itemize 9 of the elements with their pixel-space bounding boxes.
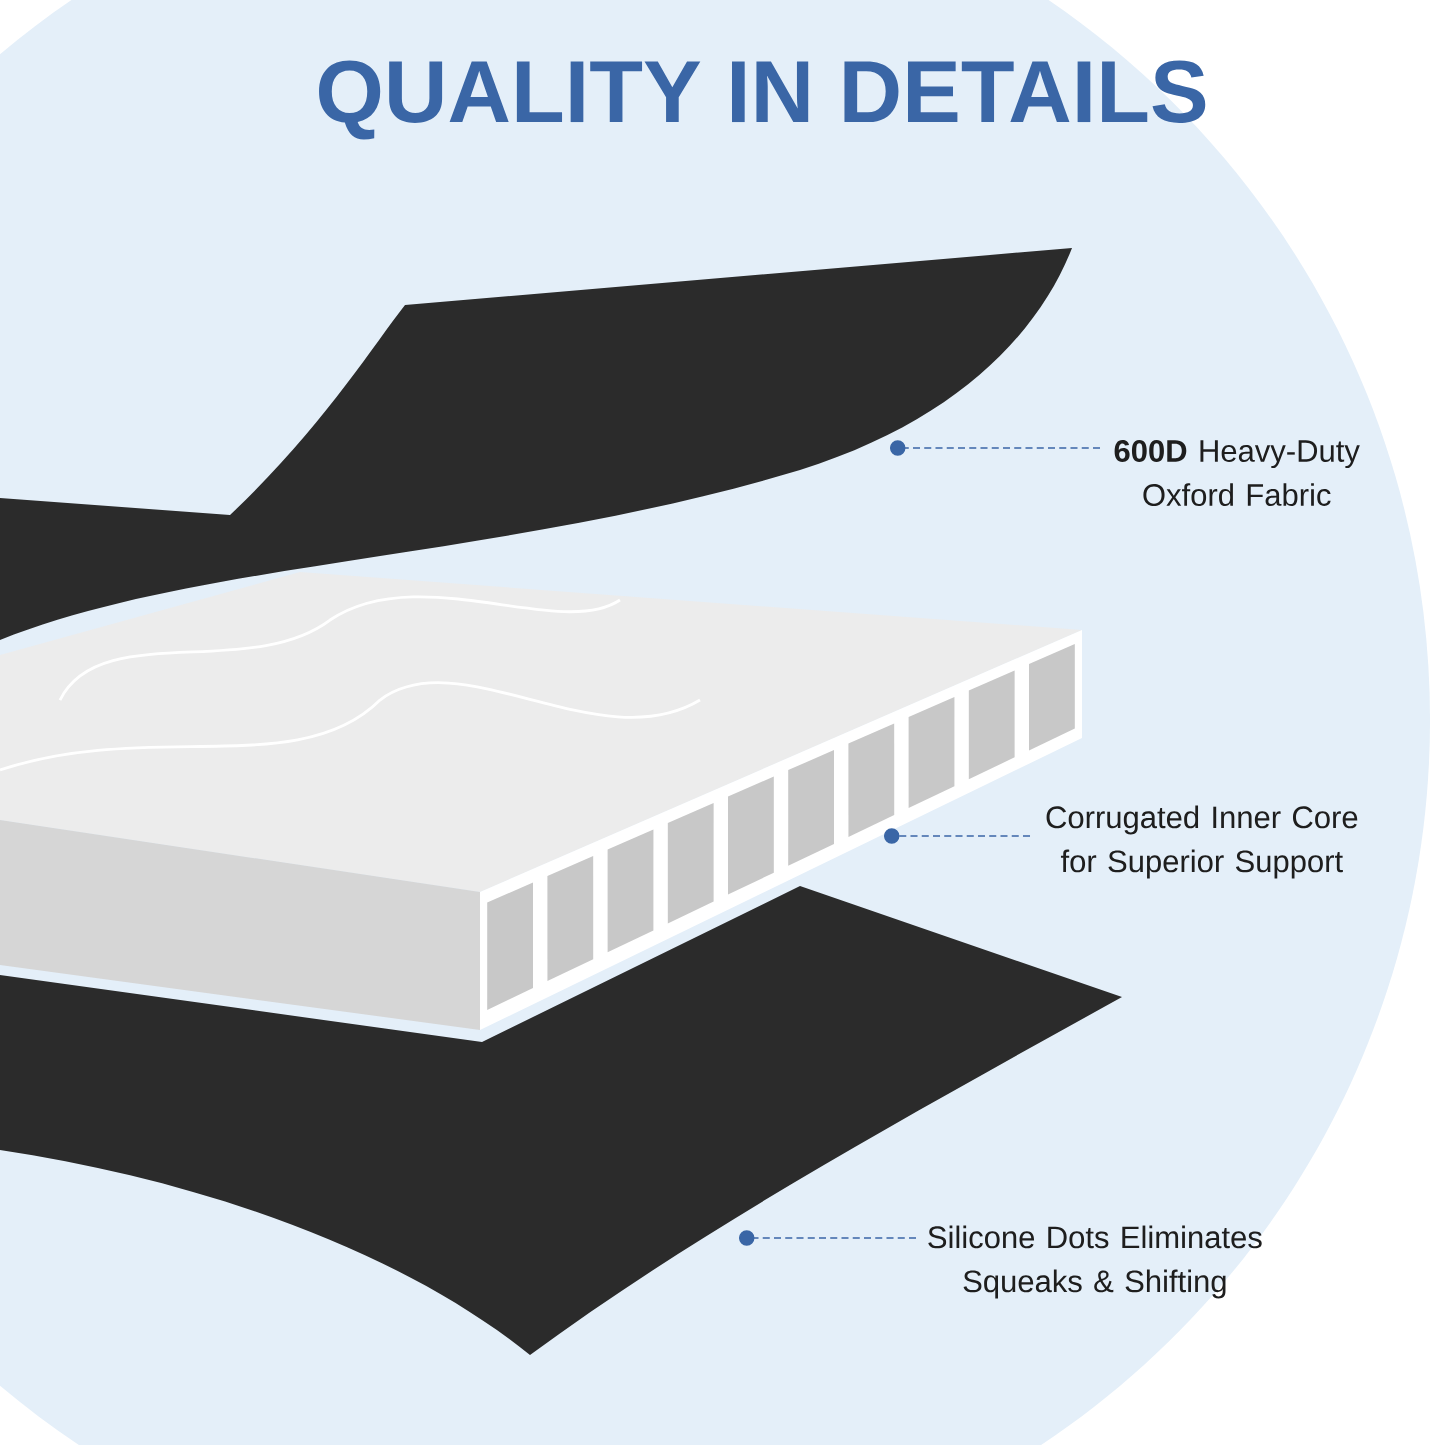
callout-text: 600D Heavy-Duty Oxford Fabric: [1114, 440, 1360, 506]
fabric-layer-drawing: [0, 248, 1072, 640]
callout-text: Silicone Dots Eliminates Squeaks & Shifting: [928, 1225, 1262, 1299]
leader-line: [890, 440, 1101, 456]
title: QUALITY IN DETAILS: [319, 60, 1206, 140]
fabric-layer-drawing: [0, 886, 1122, 1355]
leader-line: [884, 828, 1031, 844]
leader-line: [739, 1230, 917, 1246]
callout-text: Corrugated Inner Core for Superior Support: [1046, 805, 1358, 879]
